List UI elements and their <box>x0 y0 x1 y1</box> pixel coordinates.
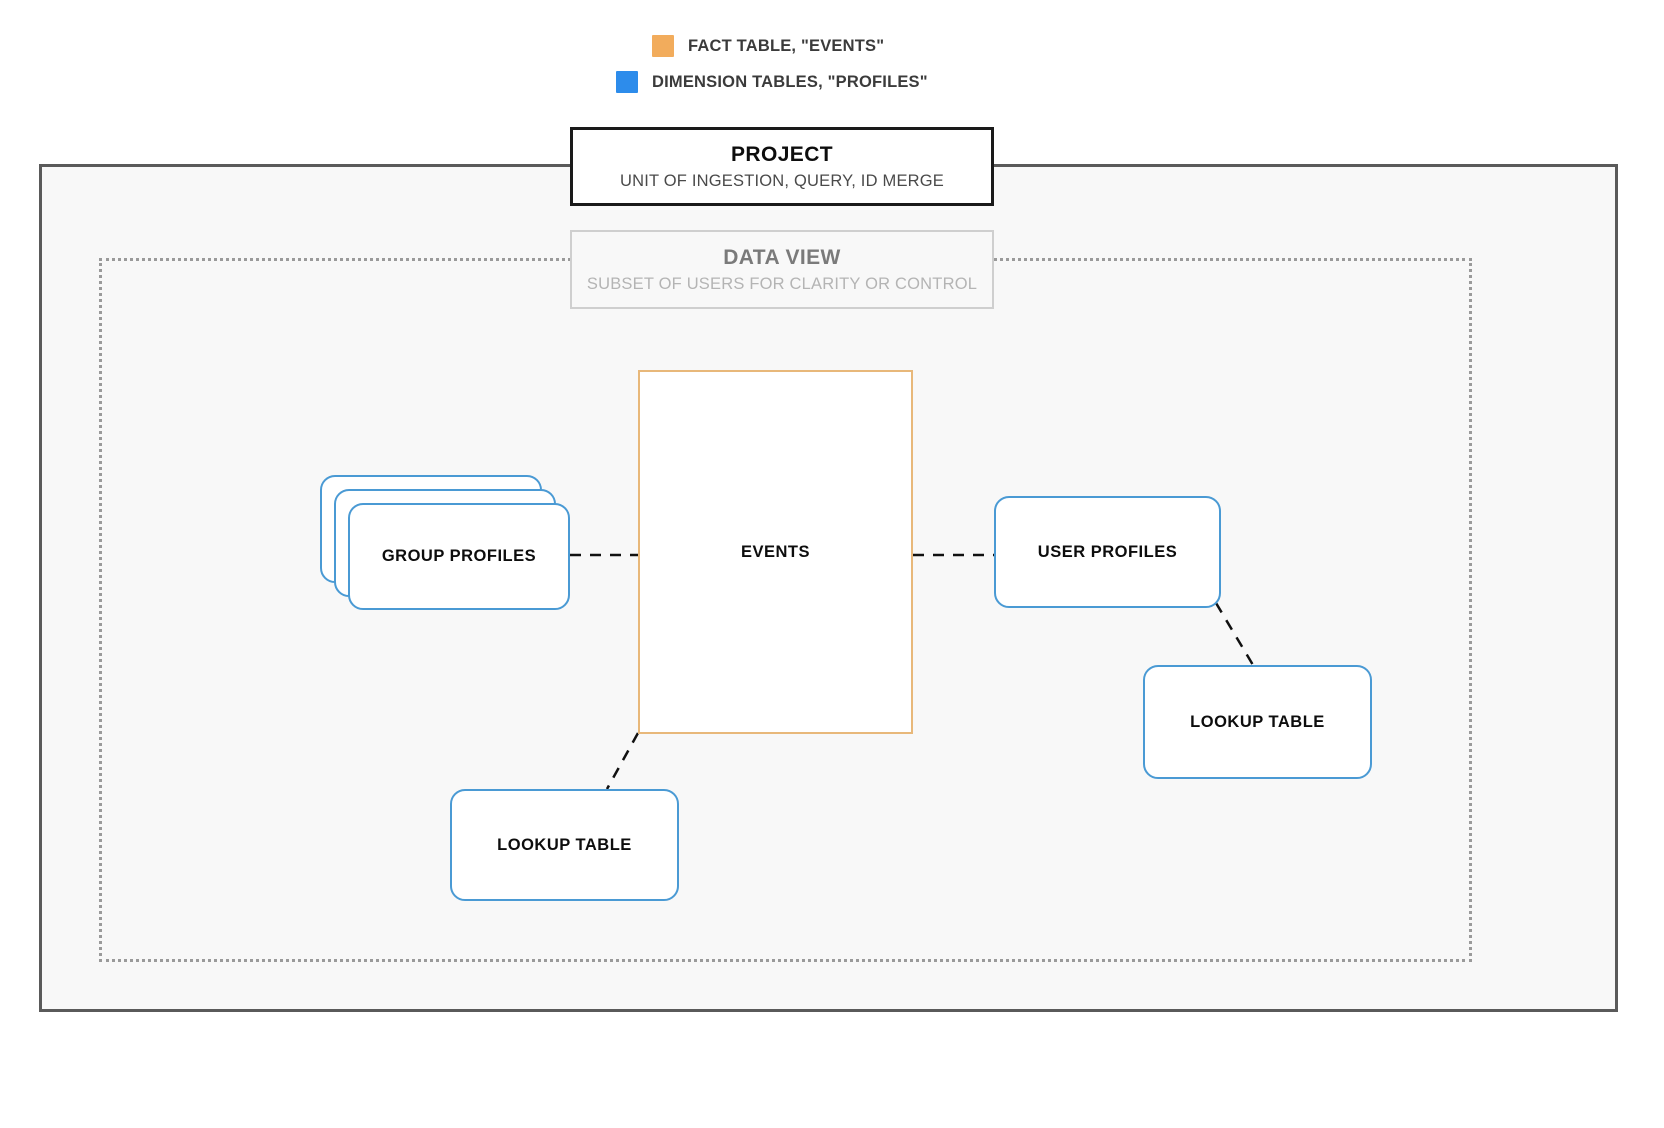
project-subtitle: UNIT OF INGESTION, QUERY, ID MERGE <box>619 171 944 190</box>
project-header-box[interactable]: PROJECT UNIT OF INGESTION, QUERY, ID MER… <box>570 127 994 206</box>
node-label-user-profiles: USER PROFILES <box>1037 542 1178 561</box>
node-label-lookup-table-left: LOOKUP TABLE <box>497 835 632 854</box>
node-label-events: EVENTS <box>740 542 811 561</box>
data-view-header-box[interactable]: DATA VIEW SUBSET OF USERS FOR CLARITY OR… <box>570 230 994 309</box>
legend-item-fact-table: FACT TABLE, "EVENTS" <box>652 35 884 57</box>
node-events[interactable]: EVENTS <box>638 370 913 734</box>
node-lookup-table-right[interactable]: LOOKUP TABLE <box>1143 665 1372 779</box>
project-title: PROJECT <box>731 142 833 166</box>
node-label-lookup-table-right: LOOKUP TABLE <box>1190 712 1325 731</box>
node-lookup-table-left[interactable]: LOOKUP TABLE <box>450 789 679 901</box>
data-view-subtitle: SUBSET OF USERS FOR CLARITY OR CONTROL <box>586 274 978 293</box>
node-group-profiles[interactable]: GROUP PROFILES <box>348 503 570 610</box>
node-user-profiles[interactable]: USER PROFILES <box>994 496 1221 608</box>
legend-label-fact-table: FACT TABLE, "EVENTS" <box>688 36 885 55</box>
node-label-group-profiles: GROUP PROFILES <box>381 547 537 565</box>
fact-table-swatch-icon <box>652 35 674 57</box>
data-view-title: DATA VIEW <box>723 245 841 269</box>
node-group-profiles-stack[interactable]: GROUP PROFILES <box>320 475 570 610</box>
legend-item-dimension-tables: DIMENSION TABLES, "PROFILES" <box>616 71 928 93</box>
dimension-table-swatch-icon <box>616 71 638 93</box>
legend-label-dimension-tables: DIMENSION TABLES, "PROFILES" <box>652 72 928 91</box>
